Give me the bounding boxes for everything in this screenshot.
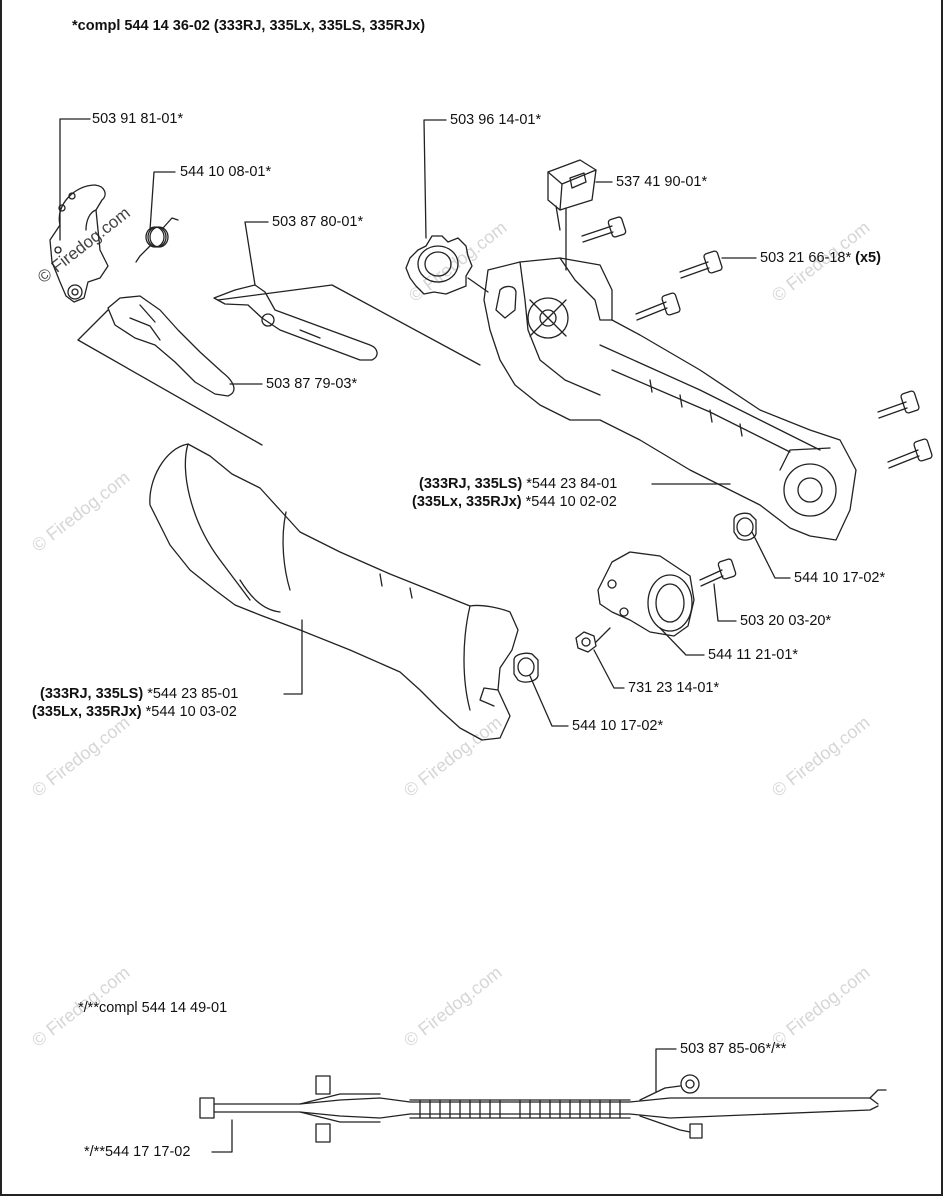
part-label: 503 96 14-01* xyxy=(450,112,542,128)
part-label: 503 20 03-20* xyxy=(740,613,832,629)
part-label: (333RJ, 335LS) *544 23 84-01 xyxy=(419,476,617,493)
part-label: 544 10 17-02* xyxy=(794,570,886,586)
part-label: (335Lx, 335RJx) *544 10 03-02 xyxy=(32,704,237,721)
part-number: *544 23 85-01 xyxy=(143,686,239,702)
part-label: 544 11 21-01* xyxy=(708,647,799,663)
clamp-part xyxy=(597,551,695,637)
part-number: 503 21 66-18* xyxy=(760,250,856,266)
front-handle-part xyxy=(149,443,519,741)
bushing-part xyxy=(513,652,539,683)
bracket-part xyxy=(49,184,109,303)
part-label: 537 41 90-01* xyxy=(616,174,708,190)
part-label: */**544 17 17-02 xyxy=(84,1144,191,1160)
part-label: (333RJ, 335LS) *544 23 85-01 xyxy=(40,686,238,703)
part-number: *544 10 02-02 xyxy=(521,494,617,510)
assembly-models: (333RJ, 335Lx, 335LS, 335RJx) xyxy=(213,18,426,34)
part-models: (333RJ, 335LS) xyxy=(419,476,523,492)
part-label: 731 23 14-01* xyxy=(628,680,720,696)
kit-header: */**compl 544 14 49-01 xyxy=(78,1000,228,1016)
part-label: 503 87 79-03* xyxy=(266,376,358,392)
part-label: 503 21 66-18* (x5) xyxy=(760,250,881,267)
part-label: 544 10 17-02* xyxy=(572,718,664,734)
assembly-header: *compl 544 14 36-02 (333RJ, 335Lx, 335LS… xyxy=(72,18,425,35)
spring-part xyxy=(135,217,179,263)
screw-part xyxy=(581,216,933,469)
nut-part xyxy=(575,627,611,653)
throttle-lever-part xyxy=(213,284,378,361)
part-label: (335Lx, 335RJx) *544 10 02-02 xyxy=(412,494,617,511)
part-number: *544 10 03-02 xyxy=(141,704,237,720)
assembly-prefix: *compl 544 14 36-02 xyxy=(72,18,214,34)
part-label: 503 87 80-01* xyxy=(272,214,364,230)
part-models: (335Lx, 335RJx) xyxy=(32,704,142,720)
part-quantity: (x5) xyxy=(855,250,881,266)
part-label: 503 87 85-06*/** xyxy=(680,1041,787,1057)
part-label: 544 10 08-01* xyxy=(180,164,272,180)
bushing-part xyxy=(733,512,757,541)
screw-part xyxy=(699,558,737,587)
rear-housing-part xyxy=(483,257,857,541)
part-models: (333RJ, 335LS) xyxy=(40,686,144,702)
trigger-part xyxy=(107,295,235,397)
part-number: *544 23 84-01 xyxy=(522,476,618,492)
switch-part xyxy=(547,159,597,271)
part-models: (335Lx, 335RJx) xyxy=(412,494,522,510)
cable-harness-part xyxy=(199,1074,887,1143)
gear-ring-part xyxy=(405,235,473,295)
part-label: 503 91 81-01* xyxy=(92,111,184,127)
